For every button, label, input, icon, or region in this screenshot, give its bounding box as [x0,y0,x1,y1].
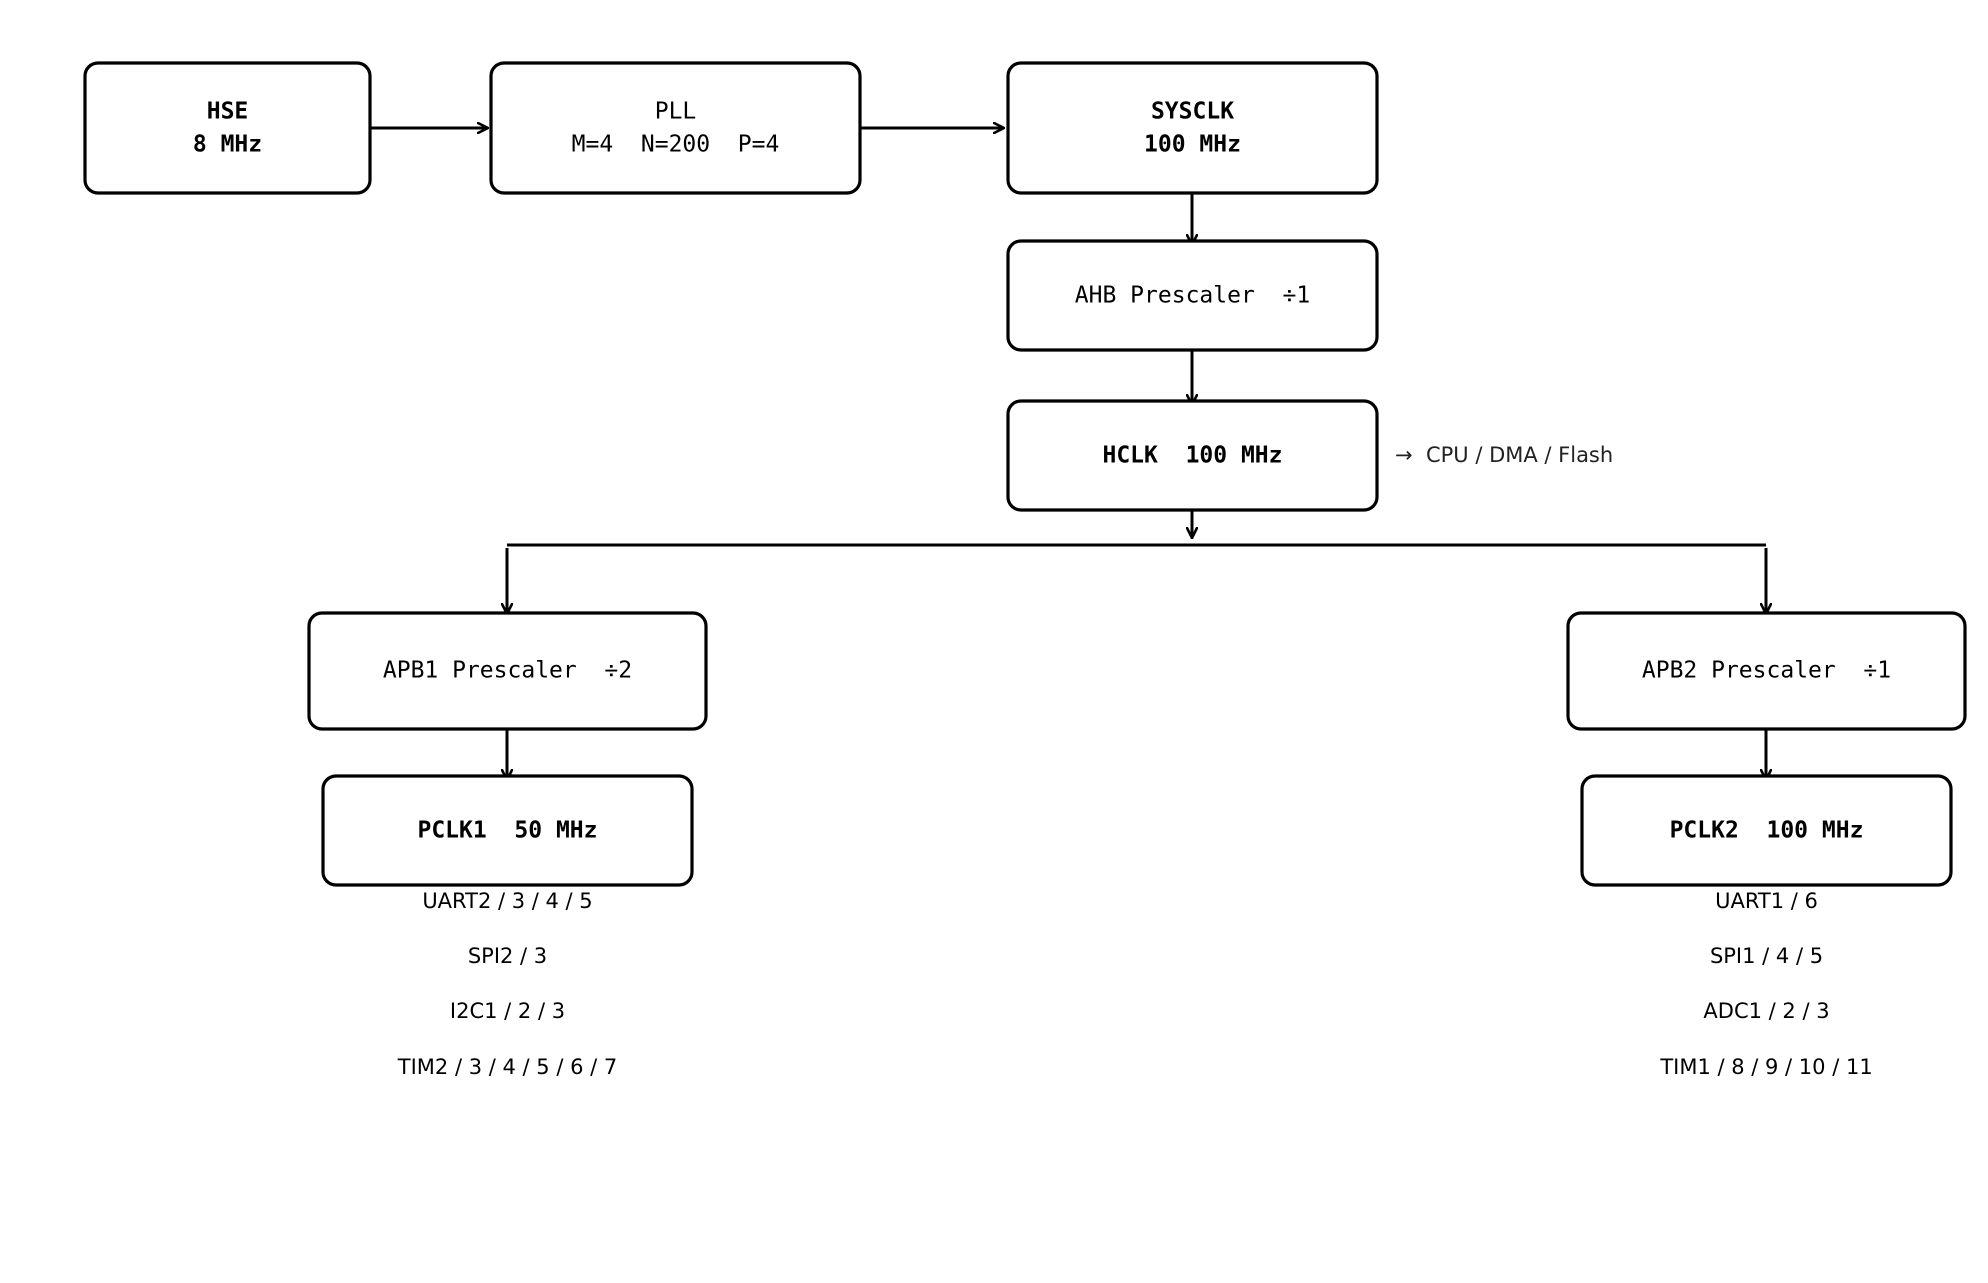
hse-title: HSE [207,99,249,125]
ahb-prescaler-node: AHB Prescaler ÷1 [1006,239,1379,352]
hse-node: HSE 8 MHz [83,61,372,195]
pclk1-peripheral-item: UART2 / 3 / 4 / 5 [422,889,592,913]
pclk2-peripheral-list: UART1 / 6 SPI1 / 4 / 5 ADC1 / 2 / 3 TIM1… [1659,889,1872,1079]
edges [370,128,1766,780]
apb2-prescaler-label: APB2 Prescaler ÷1 [1642,658,1891,684]
apb2-prescaler-node: APB2 Prescaler ÷1 [1566,611,1967,731]
hclk-node: HCLK 100 MHz [1006,399,1379,512]
sysclk-title: SYSCLK [1151,99,1234,125]
pclk2-peripheral-item: ADC1 / 2 / 3 [1703,999,1829,1023]
apb1-prescaler-node: APB1 Prescaler ÷2 [307,611,708,731]
pclk1-peripheral-item: SPI2 / 3 [468,944,547,968]
pclk2-label: PCLK2 100 MHz [1670,818,1864,844]
pclk1-node: PCLK1 50 MHz [321,774,694,887]
pclk1-label: PCLK1 50 MHz [417,818,597,844]
hclk-targets-note: → CPU / DMA / Flash [1395,443,1613,467]
pclk2-peripheral-item: SPI1 / 4 / 5 [1710,944,1823,968]
apb1-prescaler-label: APB1 Prescaler ÷2 [383,658,632,684]
sysclk-node: SYSCLK 100 MHz [1006,61,1379,195]
sysclk-frequency: 100 MHz [1144,132,1241,158]
ahb-prescaler-label: AHB Prescaler ÷1 [1075,283,1310,309]
pclk1-peripheral-list: UART2 / 3 / 4 / 5 SPI2 / 3 I2C1 / 2 / 3 … [397,889,617,1079]
pclk2-peripheral-item: UART1 / 6 [1715,889,1818,913]
pll-node: PLL M=4 N=200 P=4 [489,61,862,195]
pclk1-peripheral-item: TIM2 / 3 / 4 / 5 / 6 / 7 [397,1055,617,1079]
pclk1-peripheral-item: I2C1 / 2 / 3 [450,999,565,1023]
pclk2-peripheral-item: TIM1 / 8 / 9 / 10 / 11 [1659,1055,1872,1079]
pll-title: PLL [655,99,697,125]
pclk2-node: PCLK2 100 MHz [1580,774,1953,887]
pll-params: M=4 N=200 P=4 [572,132,780,158]
hse-frequency: 8 MHz [193,132,262,158]
hclk-label: HCLK 100 MHz [1102,443,1282,469]
